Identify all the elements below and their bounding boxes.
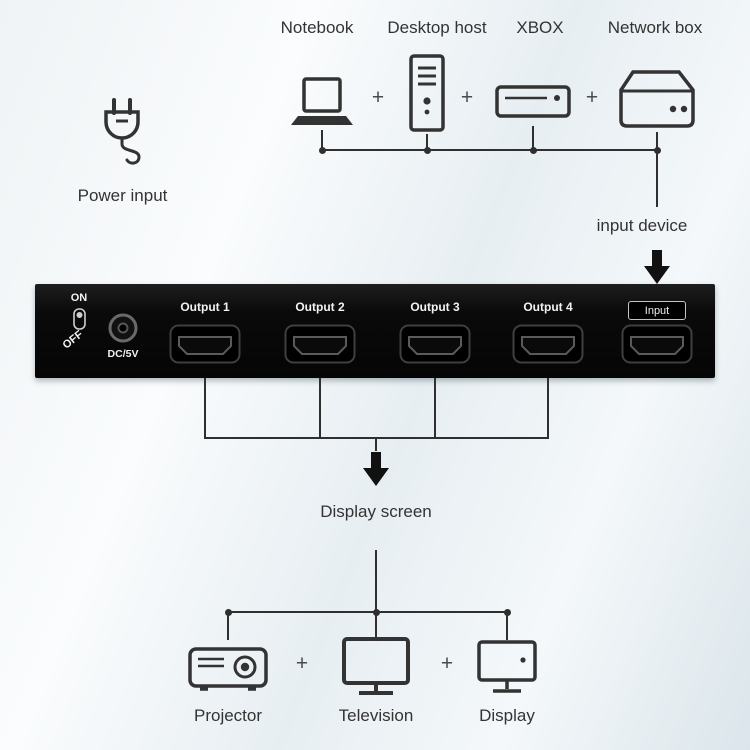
dc-5v-label: DC/5V: [107, 348, 139, 360]
connector-line: [506, 612, 508, 640]
input-device-label: input device: [596, 216, 688, 235]
television-label: Television: [338, 706, 414, 725]
down-arrow-icon: [363, 452, 389, 491]
connector-line: [434, 378, 436, 438]
connector-line: [532, 126, 534, 151]
hdmi-port-icon: [169, 324, 241, 364]
junction-dot: [530, 147, 537, 154]
display-screen-label: Display screen: [320, 502, 432, 521]
projector-label: Projector: [193, 706, 263, 725]
projector-icon: [188, 640, 268, 694]
connector-line: [547, 378, 549, 438]
plus-sign: +: [460, 86, 474, 109]
connector-line: [375, 612, 377, 638]
xbox-label: XBOX: [516, 18, 564, 37]
connector-line: [321, 130, 323, 151]
connector-line: [656, 132, 658, 151]
power-input-label: Power input: [77, 186, 168, 205]
laptop-icon: [291, 76, 353, 128]
connector-line: [227, 612, 229, 640]
notebook-label: Notebook: [280, 18, 354, 37]
television-icon: [341, 636, 411, 698]
plus-sign: +: [440, 652, 454, 675]
power-switch-icon[interactable]: [73, 308, 86, 330]
hdmi-port-icon: [399, 324, 471, 364]
output-4-label: Output 4: [523, 300, 573, 314]
connector-line: [322, 149, 658, 151]
connector-line: [204, 378, 206, 438]
down-arrow-icon: [644, 250, 670, 289]
desktop-host-label: Desktop host: [387, 18, 487, 37]
dc-jack-icon: [107, 312, 139, 344]
plus-sign: +: [295, 652, 309, 675]
connector-line: [375, 437, 377, 451]
display-icon: [477, 640, 537, 698]
power-plug-icon: [94, 98, 156, 166]
hdmi-splitter-device: ON OFF DC/5V Output 1 Output 2: [35, 284, 715, 378]
plus-sign: +: [371, 86, 385, 109]
hdmi-port-icon: [284, 324, 356, 364]
plus-sign: +: [585, 86, 599, 109]
output-3-label: Output 3: [410, 300, 460, 314]
display-label: Display: [479, 706, 535, 725]
output-1-label: Output 1: [180, 300, 230, 314]
connector-line: [375, 550, 377, 612]
output-2-label: Output 2: [295, 300, 345, 314]
game-console-icon: [495, 80, 571, 124]
connector-line: [319, 378, 321, 438]
connector-line: [227, 611, 508, 613]
connector-line: [426, 134, 428, 151]
junction-dot: [319, 147, 326, 154]
network-box-label: Network box: [607, 18, 703, 37]
junction-dot: [424, 147, 431, 154]
desktop-tower-icon: [408, 54, 446, 132]
hdmi-port-icon: [621, 324, 693, 364]
connector-line: [656, 150, 658, 207]
input-port-label: Input: [628, 301, 686, 320]
network-box-icon: [617, 68, 697, 130]
hdmi-port-icon: [512, 324, 584, 364]
switch-on-label: ON: [70, 292, 88, 304]
